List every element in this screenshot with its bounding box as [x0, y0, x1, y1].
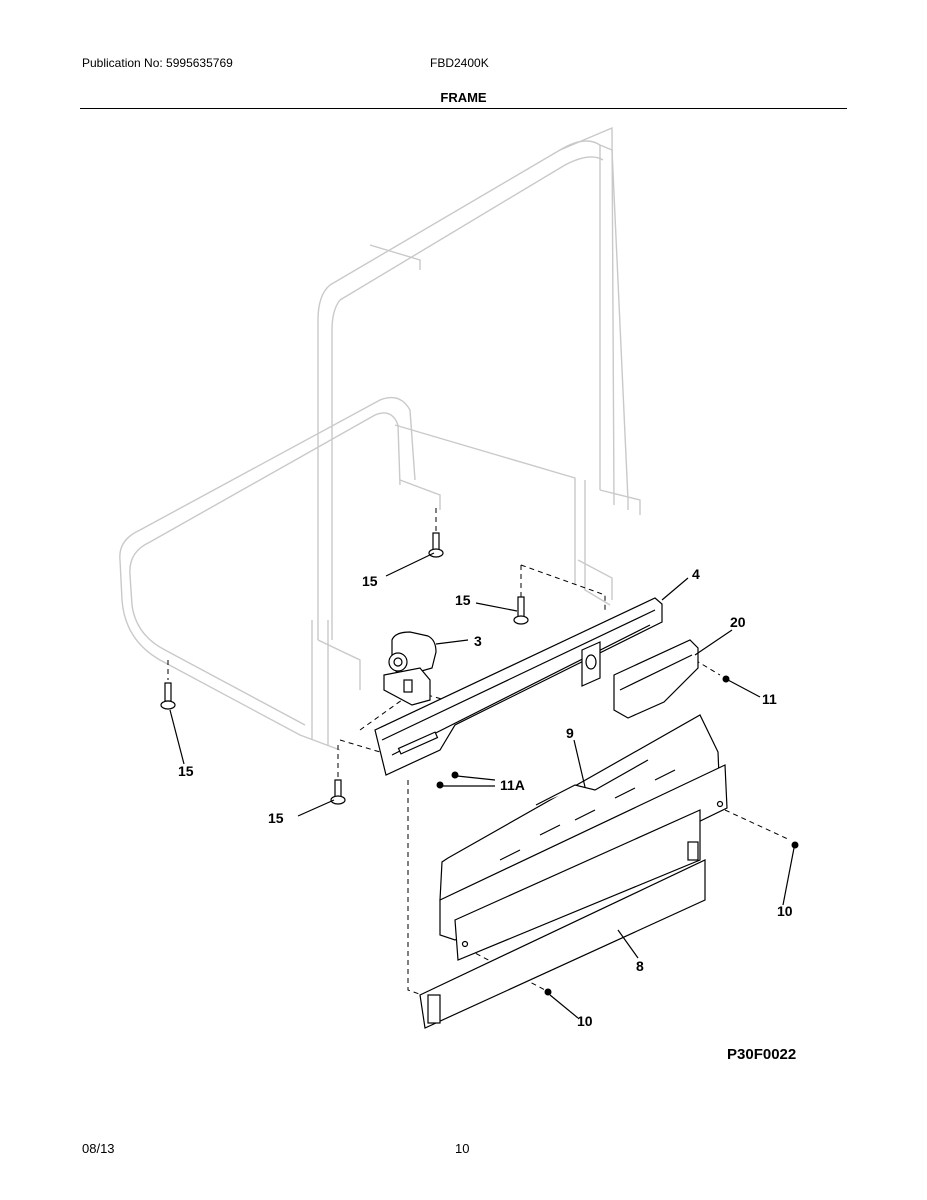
section-title: FRAME	[440, 90, 487, 105]
frame-outline	[119, 126, 641, 751]
callout-15-lower-left: 15	[178, 763, 194, 779]
header-divider	[80, 108, 847, 109]
callout-11a: 11A	[500, 777, 525, 793]
callout-15-upper-left: 15	[362, 573, 378, 589]
callout-10-bottom: 10	[577, 1013, 593, 1029]
publication-number: Publication No: 5995635769	[82, 56, 233, 70]
callout-15-upper-right: 15	[455, 592, 471, 608]
toe-kick-back-panel	[439, 714, 721, 906]
footer-date: 08/13	[82, 1141, 115, 1156]
cover-plate	[613, 639, 699, 719]
screw-icon	[436, 675, 799, 996]
rail-bracket	[374, 597, 663, 776]
callout-4: 4	[692, 566, 700, 582]
leveling-leg-icon	[160, 532, 529, 805]
page-number: 10	[455, 1141, 470, 1156]
callout-3: 3	[474, 633, 482, 649]
water-valve-icon	[383, 631, 437, 706]
callout-8: 8	[636, 958, 644, 974]
toe-kick-front-panel	[419, 764, 728, 1029]
callout-10-right: 10	[777, 903, 793, 919]
callout-11: 11	[762, 691, 777, 707]
figure-code: P30F0022	[727, 1046, 796, 1063]
leader-lines	[169, 552, 795, 1019]
callout-9: 9	[566, 725, 574, 741]
model-number: FBD2400K	[430, 56, 489, 70]
callout-15-lower: 15	[268, 810, 284, 826]
callout-20: 20	[730, 614, 746, 630]
